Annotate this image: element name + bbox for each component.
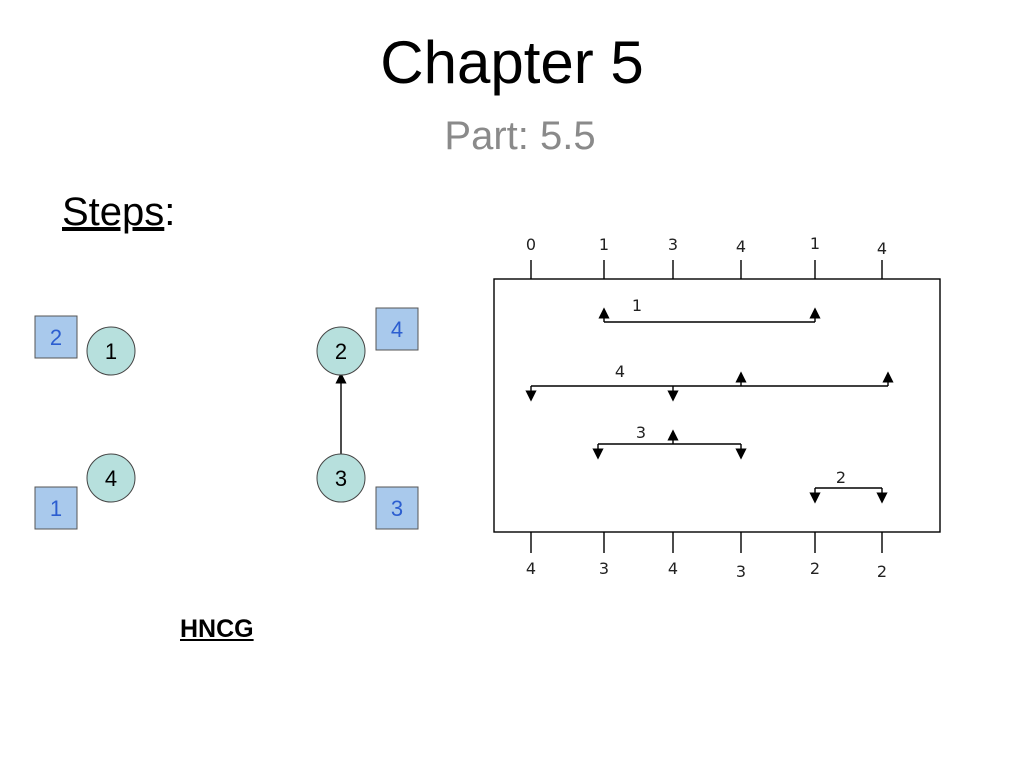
- node-4: 4: [86, 453, 136, 503]
- steps-colon: :: [164, 190, 176, 234]
- label-box-node-4: 1: [34, 486, 78, 530]
- net-label: 3: [636, 423, 646, 442]
- node-1: 1: [86, 326, 136, 376]
- net-1-track: 1: [598, 296, 821, 323]
- node-label: 4: [105, 466, 117, 491]
- slide-subtitle: Part: 5.5: [444, 114, 596, 158]
- label-box-text: 1: [50, 496, 62, 521]
- bottom-pin-label: 3: [599, 559, 609, 578]
- bottom-pin-label: 2: [877, 562, 887, 581]
- bottom-pin-ticks: [530, 532, 883, 553]
- steps-heading: Steps:: [62, 190, 175, 235]
- bottom-pin-label: 4: [526, 559, 536, 578]
- net-label: 1: [632, 296, 642, 315]
- node-label: 3: [335, 466, 347, 491]
- net-label: 2: [836, 468, 846, 487]
- node-label: 1: [105, 339, 117, 364]
- net-label: 4: [615, 362, 625, 381]
- constraint-graph: 2 1 4 2 1 4 3 3: [34, 307, 419, 530]
- top-pin-label: 4: [877, 239, 887, 258]
- net-3-track: 3: [592, 423, 747, 460]
- bottom-pin-label: 2: [810, 559, 820, 578]
- node-3: 3: [316, 453, 366, 503]
- net-4-track: 4: [525, 362, 894, 402]
- net-2-track: 2: [809, 468, 888, 504]
- label-box-text: 2: [50, 325, 62, 350]
- bottom-pin-label: 3: [736, 562, 746, 581]
- top-pin-label: 3: [668, 235, 678, 254]
- top-pin-label: 4: [736, 237, 746, 256]
- hncg-caption: HNCG: [180, 615, 254, 643]
- top-pin-label: 1: [599, 235, 609, 254]
- label-box-text: 3: [391, 496, 403, 521]
- top-pin-label: 1: [810, 234, 820, 253]
- label-box-node-1: 2: [34, 315, 78, 359]
- channel-box: [493, 278, 941, 533]
- node-label: 2: [335, 339, 347, 364]
- label-box-node-3: 3: [375, 486, 419, 530]
- channel-diagram: 0 1 3 4 1 4 4 3 4 3 2 2 1 4: [493, 234, 941, 581]
- top-pin-ticks: [530, 260, 883, 279]
- steps-label: Steps: [62, 190, 165, 234]
- bottom-pin-label: 4: [668, 559, 678, 578]
- label-box-text: 4: [391, 317, 403, 342]
- node-2: 2: [316, 326, 366, 376]
- top-pin-label: 0: [526, 235, 536, 254]
- slide-title: Chapter 5: [380, 29, 644, 96]
- label-box-node-2: 4: [375, 307, 419, 351]
